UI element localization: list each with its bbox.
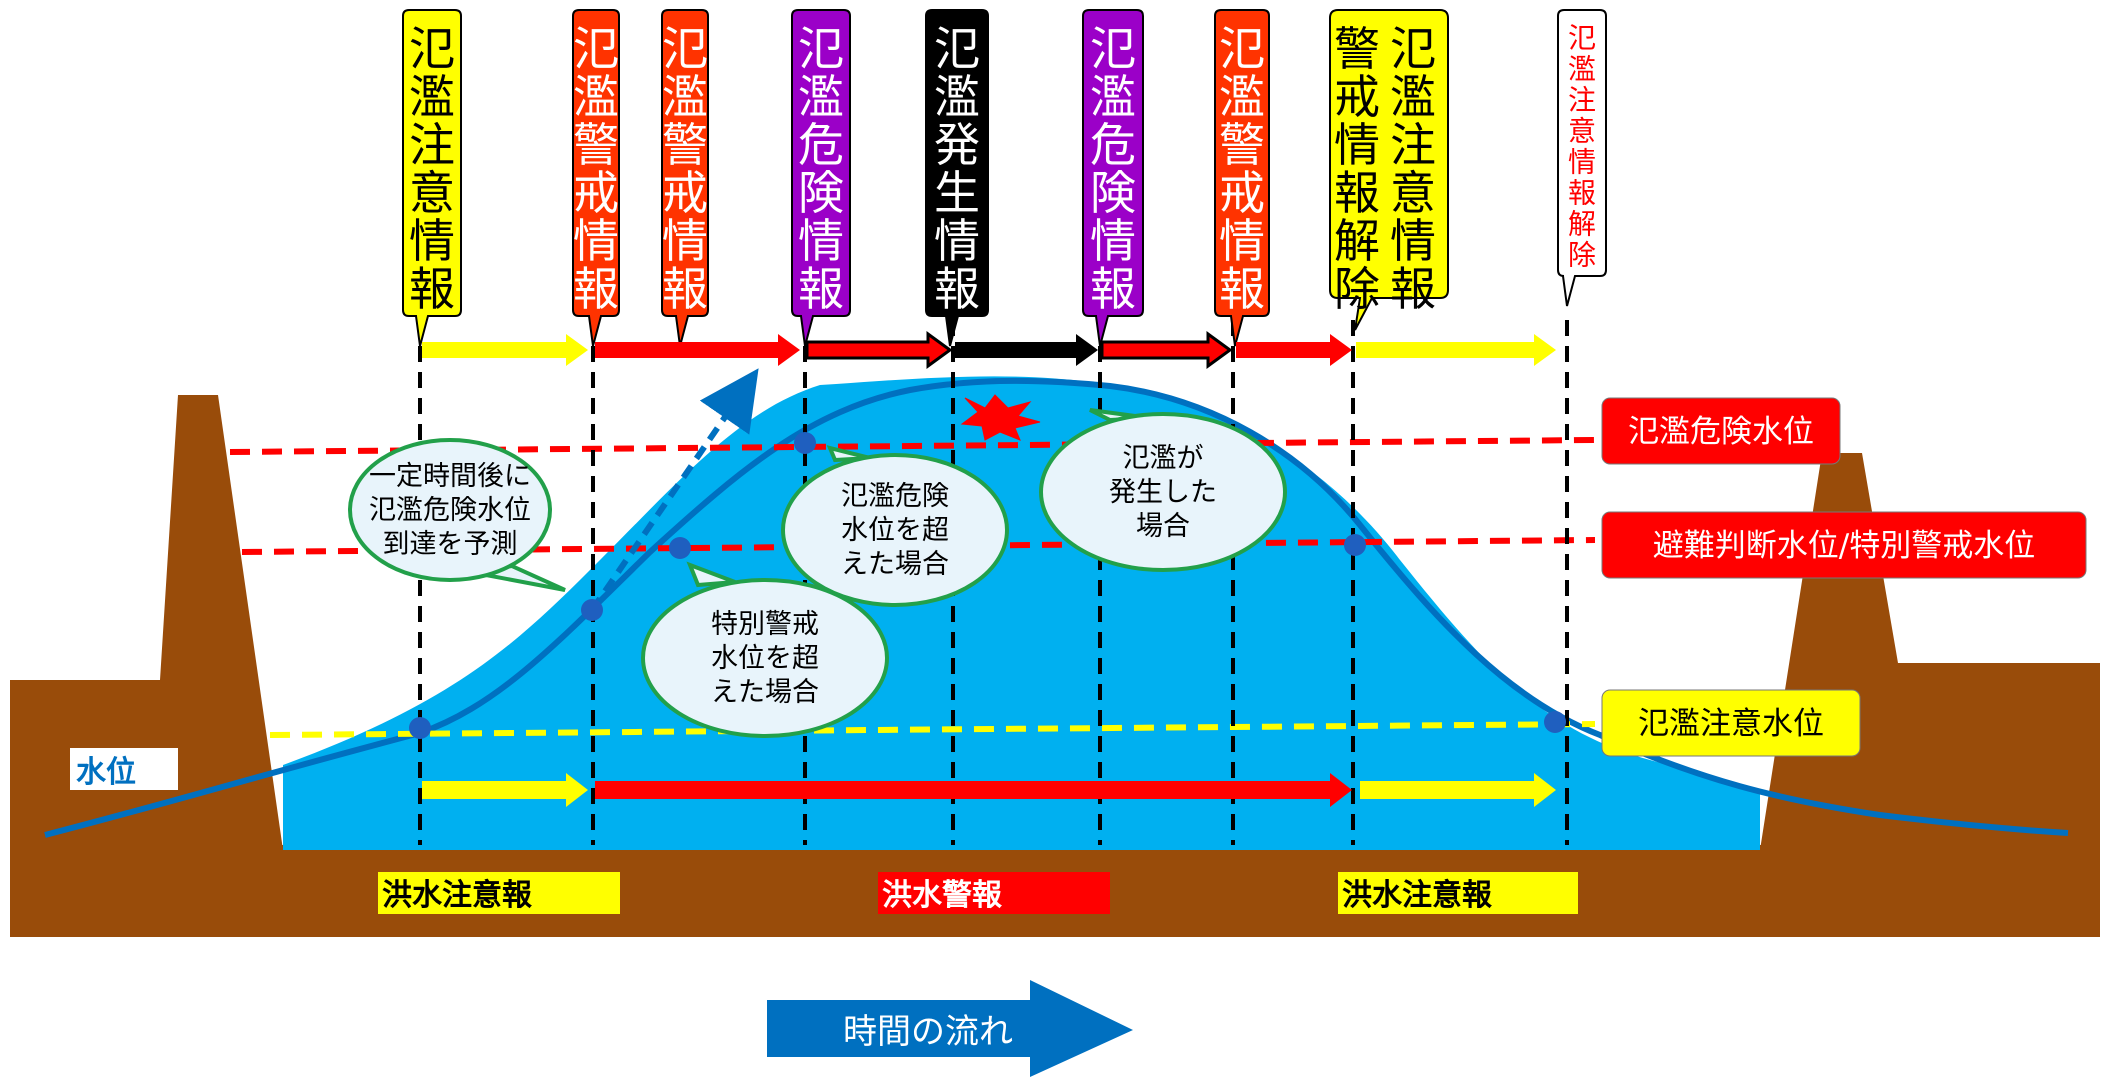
bulletin-callouts: 氾濫注意情報氾濫警戒情報氾濫警戒情報氾濫危険情報氾濫発生情報氾濫危険情報氾濫警戒… xyxy=(402,9,1607,347)
bulletin-box xyxy=(1329,9,1449,331)
bulletin-period-arrows xyxy=(422,331,1556,369)
water-level-label: 水位 xyxy=(76,755,136,790)
bulletin-label: 氾濫警戒情報 xyxy=(662,22,708,316)
intersection-point xyxy=(669,537,691,559)
bulletin-8: 警戒情報解除 xyxy=(1329,9,1449,331)
forecast-label-3: 洪水注意報 xyxy=(1338,872,1578,914)
callout-bubble xyxy=(641,578,889,738)
bulletin-label: 氾濫危険情報 xyxy=(1090,22,1136,316)
period-arrow xyxy=(1236,334,1352,366)
bulletin-box xyxy=(1082,9,1144,347)
intersection-point xyxy=(581,599,603,621)
time-arrow-label: 時間の流れ xyxy=(843,1012,1013,1052)
condition-callout-2: 氾濫危険水位を超えた場合 xyxy=(781,445,1009,607)
time-arrow xyxy=(767,980,1133,1077)
bulletin-box xyxy=(925,9,989,347)
level-label-box xyxy=(1601,689,1861,757)
bulletin-box xyxy=(572,9,620,347)
intersection-point xyxy=(409,717,431,739)
bulletin-10: 氾濫注意情報解除 xyxy=(1557,9,1607,307)
level-label-text: 避難判断水位/特別警戒水位 xyxy=(1653,528,2035,564)
level-label-box xyxy=(1601,397,1841,465)
bulletin-9: 氾濫注意情報 xyxy=(1390,22,1436,316)
bulletin-box xyxy=(402,9,462,347)
intersection-point xyxy=(1344,534,1366,556)
level-label-text: 氾濫危険水位 xyxy=(1628,414,1814,450)
callout-bubble xyxy=(1039,412,1287,572)
intersection-point xyxy=(1544,711,1566,733)
bulletin-3: 氾濫警戒情報 xyxy=(661,9,709,347)
bulletin-6: 氾濫危険情報 xyxy=(1082,9,1144,347)
forecast-period-arrows xyxy=(422,773,1556,807)
period-arrow xyxy=(595,334,800,366)
bulletin-box xyxy=(1557,9,1607,307)
level-label-1: 氾濫危険水位 xyxy=(1601,397,1841,465)
bulletin-box xyxy=(661,9,709,347)
bulletin-label: 警戒情報解除 xyxy=(1334,22,1380,316)
period-arrow xyxy=(1100,331,1233,369)
bulletin-1: 氾濫注意情報 xyxy=(402,9,462,347)
intersection-points xyxy=(409,432,1566,739)
forecast-label-box xyxy=(878,872,1110,914)
water-level-label-box xyxy=(70,748,178,790)
level-line xyxy=(269,721,1596,738)
bulletin-box xyxy=(1214,9,1270,347)
period-arrow xyxy=(422,334,588,366)
level-label-2: 避難判断水位/特別警戒水位 xyxy=(1601,511,2087,579)
callout-text: 氾濫が発生した場合 xyxy=(1109,443,1217,542)
period-arrow xyxy=(955,334,1098,366)
callout-text: 氾濫危険水位を超えた場合 xyxy=(841,481,949,580)
bulletin-label: 氾濫危険情報 xyxy=(798,22,844,316)
forecast-label-text: 洪水注意報 xyxy=(1342,878,1493,913)
callout-tail xyxy=(686,561,736,588)
level-label-box xyxy=(1601,511,2087,579)
condition-callout-1: 一定時間後に氾濫危険水位到達を予測 xyxy=(348,438,566,592)
bulletin-7: 氾濫警戒情報 xyxy=(1214,9,1270,347)
water-line xyxy=(44,377,2069,838)
flood-burst-icon xyxy=(960,394,1041,441)
bulletin-label: 氾濫注意情報 xyxy=(409,22,455,316)
period-arrow xyxy=(805,331,953,369)
intersection-point xyxy=(794,432,816,454)
bulletin-5: 氾濫発生情報 xyxy=(925,9,989,347)
bulletin-label: 氾濫注意情報解除 xyxy=(1568,22,1596,272)
forecast-period-arrow xyxy=(1360,773,1556,807)
callout-text: 特別警戒水位を超えた場合 xyxy=(711,609,819,708)
callout-bubble xyxy=(348,438,552,582)
forecast-label-2: 洪水警報 xyxy=(878,872,1110,914)
forecast-label-1: 洪水注意報 xyxy=(378,872,620,914)
forecast-label-text: 洪水注意報 xyxy=(382,878,533,913)
condition-callout-4: 特別警戒水位を超えた場合 xyxy=(641,561,889,738)
forecast-label-box xyxy=(378,872,620,914)
forecast-label-text: 洪水警報 xyxy=(882,878,1003,913)
period-arrow xyxy=(1356,334,1556,366)
bulletin-4: 氾濫危険情報 xyxy=(791,9,851,347)
callout-text: 一定時間後に氾濫危険水位到達を予測 xyxy=(369,461,531,560)
forecast-label-box xyxy=(1338,872,1578,914)
level-label-text: 氾濫注意水位 xyxy=(1638,706,1824,742)
water-body xyxy=(283,376,1760,850)
forecast-period-arrow xyxy=(595,773,1352,807)
bulletin-label: 氾濫発生情報 xyxy=(934,22,980,316)
callout-bubble xyxy=(781,453,1009,607)
condition-callouts: 一定時間後に氾濫危険水位到達を予測 氾濫危険水位を超えた場合 氾濫が発生した場合特別… xyxy=(348,408,1287,738)
bulletin-label: 氾濫注意情報 xyxy=(1390,22,1436,316)
forecast-labels: 洪水注意報 洪水警報 洪水注意報 xyxy=(378,872,1578,914)
bulletin-label: 氾濫警戒情報 xyxy=(573,22,619,316)
forecast-period-arrow xyxy=(422,773,588,807)
bulletin-box xyxy=(791,9,851,347)
left-embankment xyxy=(10,395,283,850)
condition-callout-3: 氾濫が発生した場合 xyxy=(1039,408,1287,572)
bulletin-label: 氾濫警戒情報 xyxy=(1219,22,1265,316)
bulletin-2: 氾濫警戒情報 xyxy=(572,9,620,347)
level-label-3: 氾濫注意水位 xyxy=(1601,689,1861,757)
